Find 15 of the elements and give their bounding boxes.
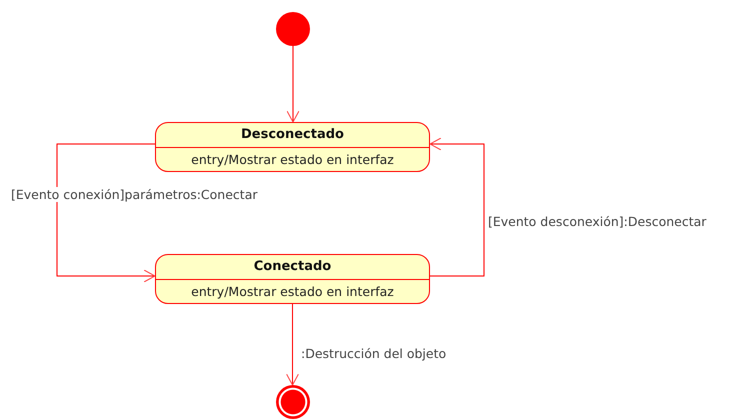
- initial-state: [276, 12, 310, 46]
- transition-arrow: [430, 138, 484, 276]
- state-box: [155, 254, 430, 304]
- state-action: entry/Mostrar estado en interfaz: [190, 283, 395, 301]
- transition-label: [Evento desconexión]:Desconectar: [487, 214, 708, 229]
- transition-label: [Evento conexión]parámetros:Conectar: [10, 187, 258, 202]
- state-name: Conectado: [156, 255, 429, 280]
- state-action: entry/Mostrar estado en interfaz: [190, 151, 395, 169]
- state-box: [155, 122, 430, 172]
- transition-arrow: [286, 46, 300, 122]
- transition-arrow: [56, 144, 156, 282]
- transition-arrow: [286, 304, 299, 386]
- final-state: [276, 385, 310, 419]
- transition-label: :Destrucción del objeto: [300, 346, 448, 361]
- state-name: Desconectado: [156, 123, 429, 148]
